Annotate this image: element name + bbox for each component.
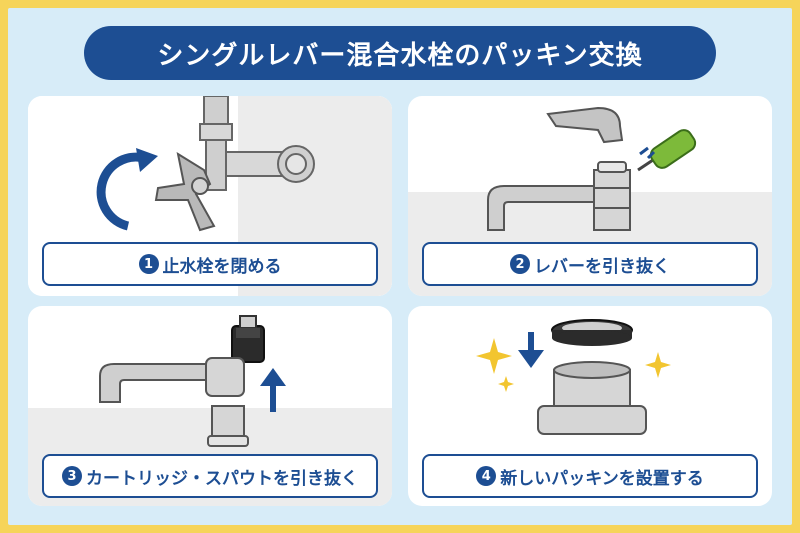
step-caption-4: 4 新しいパッキンを設置する (422, 454, 758, 498)
step-number-3: 3 (62, 466, 82, 486)
step-text-2: レバーを引き抜く (534, 256, 670, 277)
new-packing-icon (537, 319, 647, 435)
spout-icon (99, 357, 249, 447)
step-text-4: 新しいパッキンを設置する (500, 468, 704, 489)
lever-handle-icon (546, 106, 624, 144)
step-panel-1: 1 止水栓を閉める (28, 96, 392, 296)
step-panel-4: 4 新しいパッキンを設置する (408, 306, 772, 506)
faucet-base-icon (487, 161, 631, 231)
sparkle-icon (476, 338, 671, 392)
step-number-1: 1 (138, 254, 159, 274)
step-caption-2: 2 レバーを引き抜く (422, 242, 758, 286)
screwdriver-icon (637, 129, 697, 172)
step-number-4: 4 (476, 466, 497, 486)
up-arrow-icon (260, 368, 286, 412)
step-caption-3: 3 カートリッジ・スパウトを引き抜く (42, 454, 378, 498)
down-arrow-icon (518, 332, 544, 368)
rotate-arrow-icon (96, 148, 158, 231)
step-text-3: カートリッジ・スパウトを引き抜く (86, 468, 358, 489)
step-text-1: 止水栓を閉める (162, 256, 282, 277)
page-title: シングルレバー混合水栓のパッキン交換 (84, 26, 716, 80)
shutoff-valve-icon (154, 96, 315, 232)
cartridge-icon (231, 315, 265, 363)
step-caption-1: 1 止水栓を閉める (42, 242, 378, 286)
step-panel-3: 3 カートリッジ・スパウトを引き抜く (28, 306, 392, 506)
step-panel-2: 2 レバーを引き抜く (408, 96, 772, 296)
step-number-2: 2 (510, 254, 530, 274)
